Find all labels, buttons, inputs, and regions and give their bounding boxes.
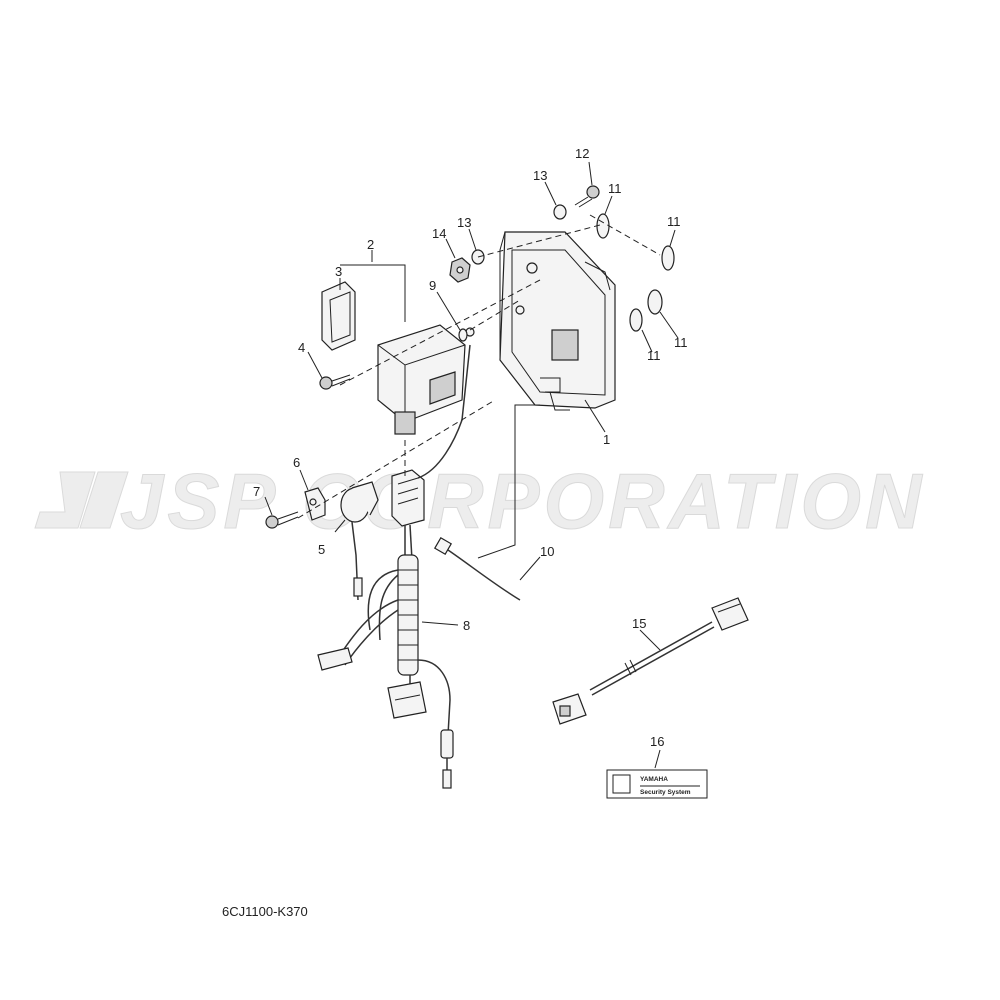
callout-7: 7 (253, 484, 260, 499)
watermark-text: JSP CORPORATION (120, 457, 925, 545)
callout-10: 10 (540, 544, 554, 559)
part-wire-harness (317, 327, 475, 789)
label-brand-text: YAMAHA (640, 776, 668, 783)
part-screw-4 (319, 374, 351, 390)
leader-lines (264, 161, 679, 769)
part-housing-box (499, 231, 616, 411)
callout-1: 1 (603, 432, 610, 447)
callout-9: 9 (429, 278, 436, 293)
part-grommet (458, 328, 468, 342)
callout-16: 16 (650, 734, 664, 749)
callout-6: 6 (293, 455, 300, 470)
part-screw-12 (574, 185, 600, 208)
callout-15: 15 (632, 616, 646, 631)
callout-2: 2 (367, 237, 374, 252)
part-extension-lead (552, 597, 749, 725)
callout-14: 14 (432, 226, 446, 241)
callout-11d: 11 (647, 348, 661, 363)
label-caption-text: Security System (640, 789, 691, 796)
part-cover (321, 281, 356, 351)
part-nut (449, 257, 471, 283)
part-security-label: YAMAHA Security System (606, 769, 708, 799)
callout-13a: 13 (533, 168, 547, 183)
callout-labels: 1 2 3 4 5 6 7 8 9 10 11 11 11 11 12 13 1… (253, 146, 688, 749)
callout-11a: 11 (608, 181, 622, 196)
part-cdi-unit (340, 264, 466, 435)
diagram-code: 6CJ1100-K370 (222, 904, 308, 919)
callout-11c: 11 (674, 335, 688, 350)
watermark-logo: JSP CORPORATION (34, 457, 925, 546)
callout-5: 5 (318, 542, 325, 557)
part-cable-tie (433, 536, 521, 601)
part-orings (596, 213, 675, 332)
callout-13b: 13 (457, 215, 471, 230)
part-bracket (304, 487, 326, 521)
callout-8: 8 (463, 618, 470, 633)
part-bolt-7 (265, 511, 299, 529)
callout-3: 3 (335, 264, 342, 279)
callout-12: 12 (575, 146, 589, 161)
callout-11b: 11 (667, 214, 681, 229)
callout-4: 4 (298, 340, 305, 355)
part-sensor (340, 481, 379, 601)
